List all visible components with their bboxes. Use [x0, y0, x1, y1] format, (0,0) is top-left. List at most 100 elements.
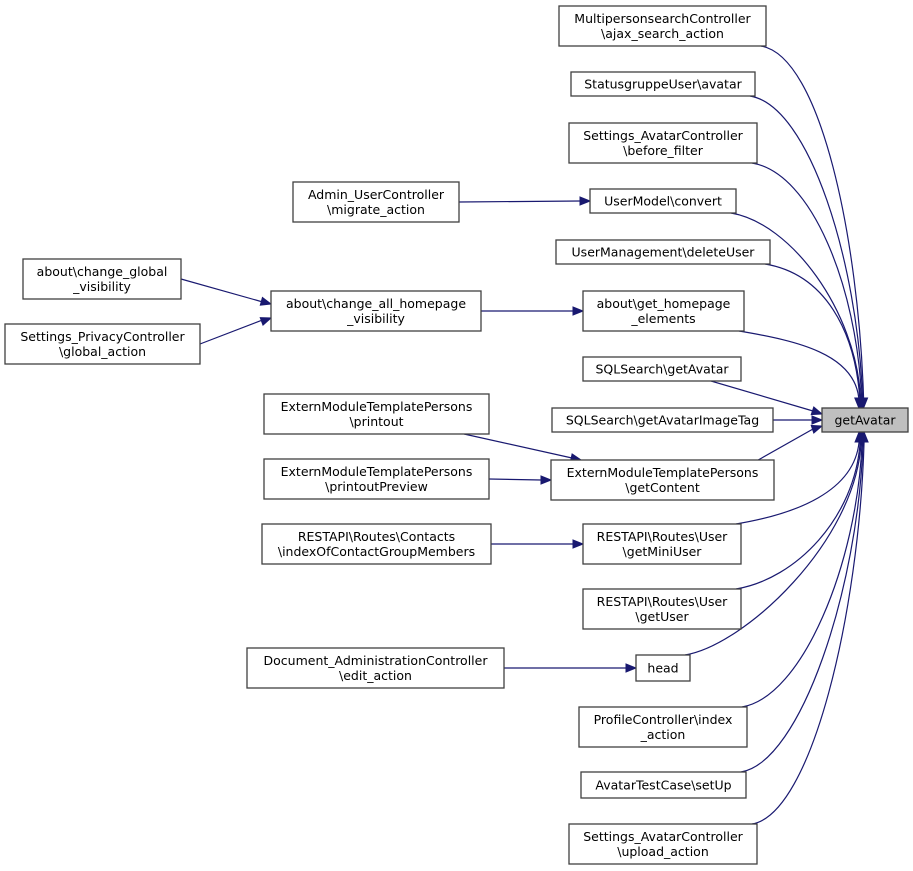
edge-line: [710, 380, 814, 412]
node-label: _visibility: [346, 311, 405, 326]
arrowhead-icon: [540, 475, 553, 485]
node-label: about\change_global: [37, 264, 168, 279]
node-label: \getMiniUser: [623, 544, 703, 559]
edge-acah-to-agh: [481, 306, 585, 316]
edge-agh-to-getavatar: [738, 330, 864, 410]
node-atc[interactable]: AvatarTestCase\setUp: [580, 771, 747, 799]
node-label: \before_filter: [623, 143, 704, 158]
node-box: [821, 407, 909, 433]
node-label: \global_action: [59, 344, 146, 359]
node-label: ExternModuleTemplatePersons: [281, 464, 473, 479]
node-label: \ajax_search_action: [601, 26, 724, 41]
node-sac-up[interactable]: Settings_AvatarController\upload_action: [568, 823, 758, 865]
node-rgu[interactable]: RESTAPI\Routes\User\getUser: [582, 588, 742, 630]
node-sqt[interactable]: SQLSearch\getAvatarImageTag: [551, 407, 774, 433]
node-label: about\get_homepage: [597, 296, 731, 311]
node-label: ProfileController\index: [594, 712, 733, 727]
edge-line: [730, 212, 862, 399]
edge-line: [738, 330, 860, 399]
node-label: _visibility: [72, 279, 131, 294]
node-box: [582, 356, 742, 382]
arrowhead-icon: [811, 415, 824, 425]
node-box: [580, 771, 747, 799]
edge-line: [735, 441, 860, 525]
node-label: RESTAPI\Routes\User: [597, 594, 729, 609]
node-sqa[interactable]: SQLSearch\getAvatar: [582, 356, 742, 382]
node-dac[interactable]: Document_AdministrationController\edit_a…: [246, 647, 505, 689]
edge-line: [741, 441, 863, 708]
node-rmu[interactable]: RESTAPI\Routes\User\getMiniUser: [582, 523, 742, 565]
node-rcc[interactable]: RESTAPI\Routes\Contacts\indexOfContactGr…: [261, 523, 492, 565]
node-label: Settings_PrivacyController: [20, 329, 185, 344]
node-mpsc[interactable]: MultipersonsearchController\ajax_search_…: [558, 5, 767, 47]
edge-auc-to-umc: [458, 196, 592, 206]
node-label: \printout: [349, 414, 403, 429]
node-emp[interactable]: ExternModuleTemplatePersons\printout: [263, 393, 490, 435]
edge-line: [735, 441, 861, 590]
node-label: \migrate_action: [327, 202, 425, 217]
edge-spc-to-acah: [199, 317, 273, 345]
node-box: [578, 706, 748, 748]
node-label: AvatarTestCase\setUp: [595, 778, 731, 793]
edge-line: [458, 200, 581, 203]
node-auc[interactable]: Admin_UserController\migrate_action: [292, 181, 460, 223]
node-sac-bf[interactable]: Settings_AvatarController\before_filter: [568, 122, 758, 164]
node-label: \upload_action: [617, 844, 709, 859]
arrowhead-icon: [572, 539, 585, 549]
arrowhead-icon: [810, 406, 824, 416]
node-acah[interactable]: about\change_all_homepage_visibility: [270, 290, 482, 332]
node-box: [263, 458, 490, 500]
node-box: [550, 459, 775, 501]
arrowhead-icon: [859, 430, 869, 443]
edge-sac-up-to-getavatar: [751, 430, 869, 825]
node-label: StatusgruppeUser\avatar: [584, 77, 742, 92]
edge-line: [751, 162, 863, 399]
edge-line: [684, 441, 862, 656]
node-umc[interactable]: UserModel\convert: [589, 188, 737, 214]
node-label: \edit_action: [339, 668, 412, 683]
node-umd[interactable]: UserManagement\deleteUser: [555, 239, 771, 265]
arrowhead-icon: [259, 296, 273, 306]
node-label: Document_AdministrationController: [264, 653, 489, 668]
node-label: ExternModuleTemplatePersons: [567, 465, 759, 480]
arrowhead-icon: [810, 424, 824, 434]
node-sgu[interactable]: StatusgruppeUser\avatar: [570, 71, 756, 97]
node-emg[interactable]: ExternModuleTemplatePersons\getContent: [550, 459, 775, 501]
node-box: [635, 654, 691, 682]
edge-sqt-to-getavatar: [773, 415, 824, 425]
node-box: [263, 393, 490, 435]
edge-line: [488, 478, 542, 481]
node-box: [246, 647, 505, 689]
node-label: MultipersonsearchController: [574, 11, 751, 26]
node-box: [261, 523, 492, 565]
node-label: UserManagement\deleteUser: [572, 245, 756, 260]
edge-line: [740, 441, 864, 773]
node-label: SQLSearch\getAvatar: [596, 362, 730, 377]
node-box: [582, 523, 742, 565]
node-box: [582, 588, 742, 630]
edge-line: [749, 95, 864, 399]
node-getavatar[interactable]: getAvatar: [821, 407, 909, 433]
node-label: \indexOfContactGroupMembers: [278, 544, 475, 559]
node-head[interactable]: head: [635, 654, 691, 682]
node-label: \printoutPreview: [325, 479, 428, 494]
edge-emp-to-emg: [463, 433, 583, 463]
edge-mpsc-to-getavatar: [760, 45, 869, 410]
edge-sac-bf-to-getavatar: [751, 162, 867, 410]
node-box: [589, 188, 737, 214]
edge-rcc-to-rmu: [491, 539, 585, 549]
node-box: [270, 290, 482, 332]
arrowhead-icon: [579, 196, 592, 206]
arrowhead-icon: [854, 397, 864, 410]
edges-layer: [180, 45, 869, 825]
node-agh[interactable]: about\get_homepage_elements: [582, 290, 745, 332]
node-box: [4, 323, 201, 365]
node-emv[interactable]: ExternModuleTemplatePersons\printoutPrev…: [263, 458, 490, 500]
edge-dac-to-head: [504, 663, 638, 673]
node-label: \getUser: [635, 609, 689, 624]
node-spc[interactable]: Settings_PrivacyController\global_action: [4, 323, 201, 365]
edge-emv-to-emg: [488, 475, 553, 485]
node-acg[interactable]: about\change_global_visibility: [22, 258, 182, 300]
node-label: about\change_all_homepage: [286, 296, 466, 311]
node-pci[interactable]: ProfileController\index_action: [578, 706, 748, 748]
